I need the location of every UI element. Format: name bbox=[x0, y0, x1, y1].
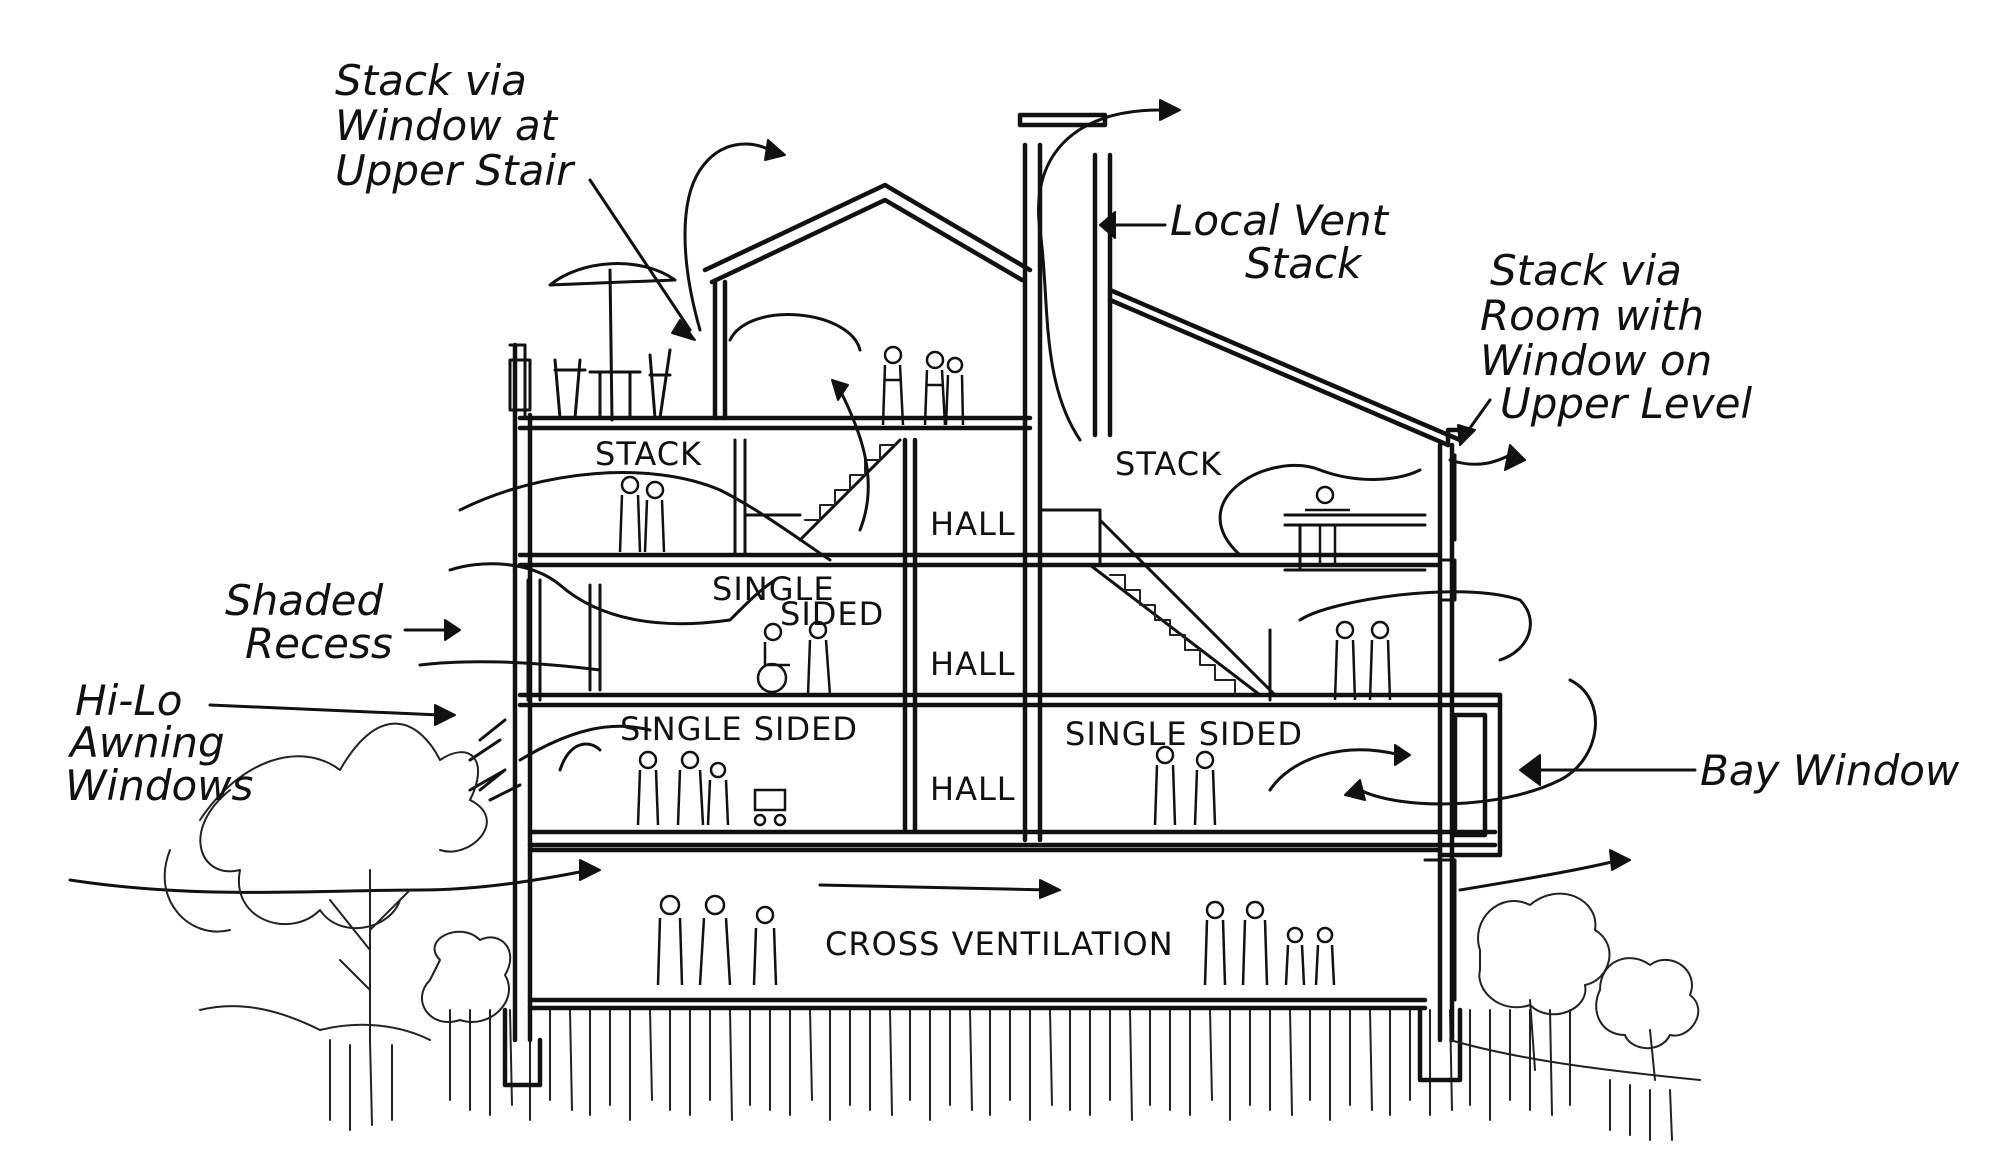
annotation-bay-window: Bay Window bbox=[1700, 746, 1960, 795]
room-hall-middle: HALL bbox=[930, 645, 1016, 683]
people-figures bbox=[618, 345, 1392, 986]
annotation-local-vent-line1: Local Vent bbox=[1170, 196, 1390, 245]
annotations: Stack via Window at Upper Stair Local Ve… bbox=[65, 56, 1960, 810]
room-stack-right: STACK bbox=[1115, 445, 1222, 483]
annotation-hilo-line1: Hi-Lo bbox=[75, 676, 183, 725]
airflow-arrows bbox=[68, 99, 1697, 899]
room-labels: STACK STACK HALL HALL HALL SINGLE SIDED … bbox=[595, 435, 1303, 963]
annotation-shaded-recess-line1: Shaded bbox=[225, 576, 384, 625]
annotation-stack-room-line4: Upper Level bbox=[1500, 379, 1752, 428]
annotation-stack-room-line1: Stack via bbox=[1490, 246, 1682, 295]
room-single-sided-right: SINGLE SIDED bbox=[1065, 715, 1303, 753]
annotation-hilo-line3: Windows bbox=[65, 761, 253, 810]
annotation-stack-room-line3: Window on bbox=[1480, 336, 1712, 385]
room-cross-ventilation: CROSS VENTILATION bbox=[825, 925, 1174, 963]
room-hall-lower: HALL bbox=[930, 770, 1016, 808]
annotation-stack-stair-line3: Upper Stair bbox=[335, 146, 576, 195]
room-single-sided-top-1: SINGLE bbox=[712, 570, 835, 608]
building-shell bbox=[468, 112, 1503, 1088]
vegetation bbox=[163, 722, 1701, 1081]
room-stack-left: STACK bbox=[595, 435, 702, 473]
room-single-sided-top-2: SIDED bbox=[780, 595, 884, 633]
annotation-hilo-line2: Awning bbox=[67, 718, 225, 767]
annotation-local-vent-line2: Stack bbox=[1245, 239, 1363, 288]
terrace-umbrella bbox=[548, 262, 677, 422]
annotation-stack-stair-line2: Window at bbox=[335, 101, 559, 150]
annotation-stack-room-line2: Room with bbox=[1480, 291, 1704, 340]
annotation-stack-stair-line1: Stack via bbox=[335, 56, 527, 105]
room-single-sided-left: SINGLE SIDED bbox=[620, 710, 858, 748]
room-hall-upper: HALL bbox=[930, 505, 1016, 543]
annotation-shaded-recess-line2: Recess bbox=[245, 619, 393, 668]
